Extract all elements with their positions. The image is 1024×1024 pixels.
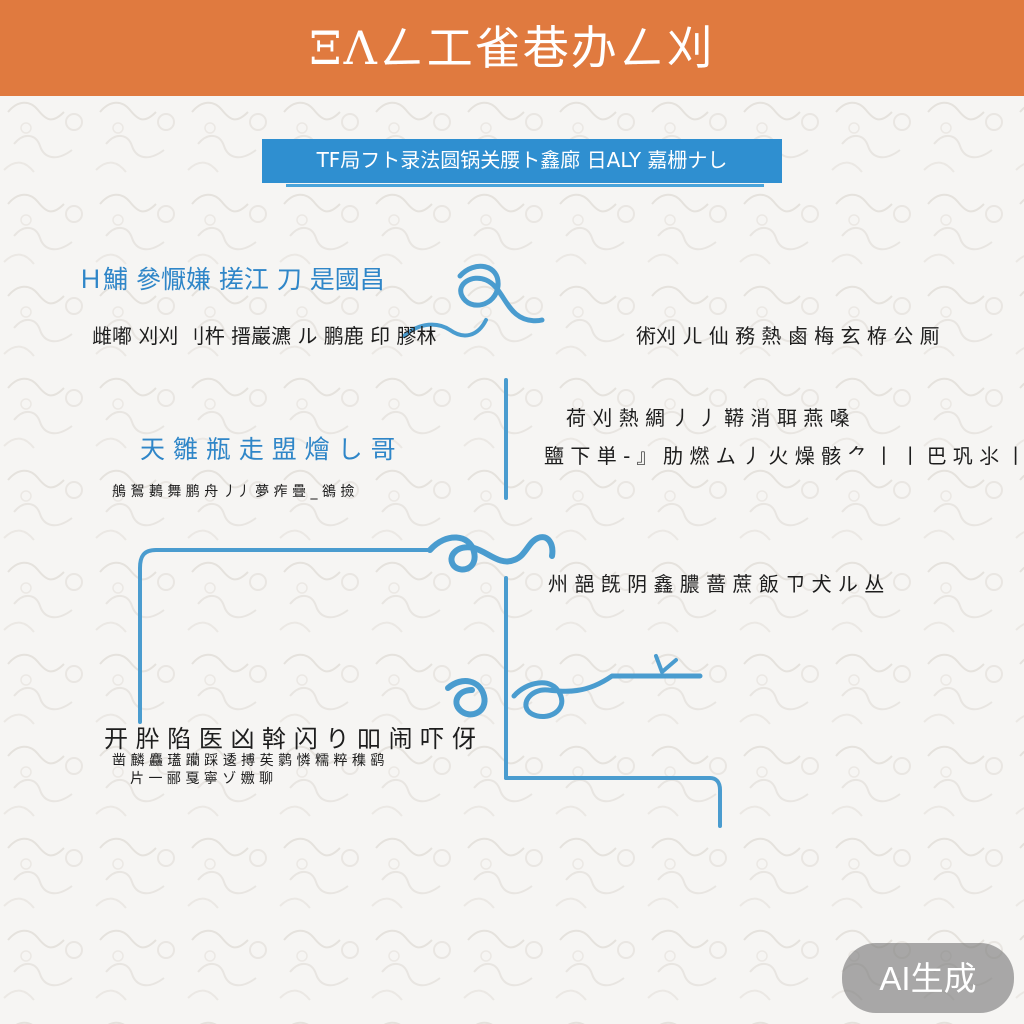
left-description: 雌嘟 刈刈 刂杵 搢巖瀌 ル 鹏鹿 印 膠林 xyxy=(92,324,437,348)
banner-underline xyxy=(286,184,764,187)
left-heading: Ｈ鯆 參懨嫌 搓江 刀 是國昌 xyxy=(78,265,385,294)
right-description-bottom: 州 郶 旣 阴 鑫 膿 蔷 蔗 飯 ㄗ 犬 ル 丛 xyxy=(548,572,885,596)
lower-knot-ornament xyxy=(445,678,488,718)
middle-knot-ornament xyxy=(427,534,556,573)
banner-text: TF局フト录法圆锅关腰ト鑫廊 日ALY 嘉栅ナし xyxy=(316,148,728,172)
left-caption: 鵃 鴽 鶈 舞 鹏 舟 丿丿 夢 痄 疊 _ 鵒 撿 xyxy=(112,484,355,500)
right-hook-ornament xyxy=(654,654,678,674)
left-loop-connector xyxy=(138,548,432,724)
bottom-caption-line-2: 片 一 郦 戛 寧 ゾ 嫐 聊 xyxy=(130,771,274,787)
left-subheading: 天 雛 瓶 走 盟 燴 し 哥 xyxy=(140,435,396,464)
bottom-right-connector xyxy=(504,776,722,828)
subtitle-banner xyxy=(262,139,782,183)
right-description-top: 術刈 ㄦ 仙 務 熱 鹵 梅 玄 栫 公 厠 xyxy=(636,324,940,348)
right-description-middle: 鹽 下 単 - 』 肋 燃 ム 丿 火 燥 骸 ⺈ 丨 丨 巴 巩 ⺢ 丨 掦 xyxy=(544,444,1024,468)
right-heading: 荷 刈 熱 綢 丿 丿 鞯 消 聑 燕 嗓 xyxy=(566,406,850,430)
top-swirl-tail xyxy=(402,318,488,338)
ai-generated-badge-text: AI生成 xyxy=(879,959,977,997)
ai-generated-badge: AI生成 xyxy=(842,943,1014,1013)
bottom-caption-line-1: 凿 麟 麤 瓂 躪 踩 逶 搏 苵 鹲 憐 糯 粹 穕 鹞 xyxy=(112,753,385,769)
bottom-heading: 开 肸 陷 医 凶 斡 闪 り 吅 闹 吓 伢 xyxy=(104,725,476,753)
top-swirl-ornament xyxy=(457,263,545,324)
page-title: ΞΛㄥ工雀巷办ㄥ刈 xyxy=(309,21,715,75)
right-swoop-connector xyxy=(511,673,703,719)
header-bar xyxy=(0,0,1024,96)
